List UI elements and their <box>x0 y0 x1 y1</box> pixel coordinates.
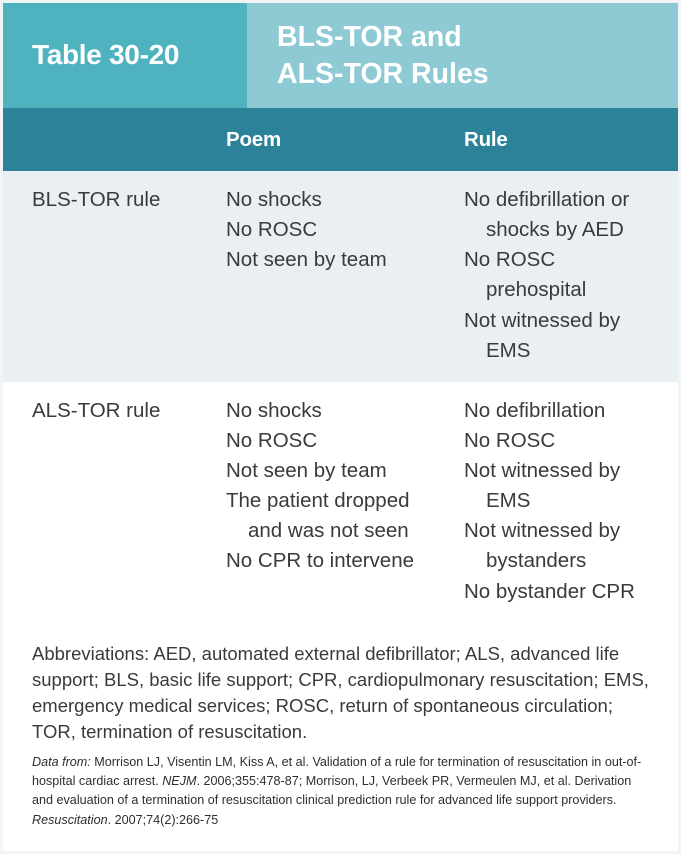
table-title-banner: Table 30-20 BLS-TOR and ALS-TOR Rules <box>3 3 678 108</box>
list-item: No bystander CPR <box>464 579 635 603</box>
rule-list: No defibrillation or shocks by AED No RO… <box>464 185 654 366</box>
list-item: Not seen by team <box>226 459 387 482</box>
row-rule-cell: No defibrillation or shocks by AED No RO… <box>464 185 678 366</box>
source-citation: Data from: Morrison LJ, Visentin LM, Kis… <box>32 753 652 831</box>
list-item: No ROSC <box>464 428 556 452</box>
table-number-panel: Table 30-20 <box>3 3 247 108</box>
list-item: No ROSC <box>226 428 318 452</box>
row-label: ALS-TOR rule <box>32 398 161 422</box>
list-item: Not seen by team <box>226 248 387 272</box>
citation-part-2: . 2006;355:478-87; Morrison, LJ, Verbeek… <box>32 774 632 808</box>
poem-list: No shocks No ROSC Not seen by team <box>226 185 446 275</box>
citation-journal-2: Resuscitation <box>32 812 108 827</box>
list-item: Not witnessed by bystanders <box>464 519 621 573</box>
citation-part-3: . 2007;74(2):266-75 <box>107 812 219 827</box>
column-header-poem: Poem <box>226 127 282 151</box>
column-header-row: Poem Rule <box>3 108 678 171</box>
row-poem-cell: No shocks No ROSC Not seen by team <box>226 185 464 366</box>
abbreviations-note: Abbreviations: AED, automated external d… <box>32 642 649 743</box>
list-item: Not witnessed by EMS <box>464 308 621 362</box>
table-title: BLS-TOR and ALS-TOR Rules <box>277 19 489 92</box>
list-item: Not witnessed by EMS <box>464 459 621 513</box>
list-item: No ROSC prehospital <box>464 248 587 302</box>
table-title-line-2: ALS-TOR Rules <box>277 57 489 90</box>
row-poem-cell: No shocks No ROSC Not seen by team The p… <box>226 396 464 607</box>
list-item: No CPR to intervene <box>226 549 415 573</box>
list-item: The patient dropped and was not seen <box>226 489 410 543</box>
table-row: ALS-TOR rule No shocks No ROSC Not seen … <box>3 381 678 623</box>
column-header-rule: Rule <box>464 127 508 151</box>
row-rule-cell: No defibrillation No ROSC Not witnessed … <box>464 396 678 607</box>
list-item: No defibrillation <box>464 398 606 422</box>
list-item: No shocks <box>226 188 322 211</box>
table-footnotes: Abbreviations: AED, automated external d… <box>3 622 678 839</box>
rule-list: No defibrillation No ROSC Not witnessed … <box>464 396 654 607</box>
list-item: No shocks <box>226 398 322 422</box>
table-row: BLS-TOR rule No shocks No ROSC Not seen … <box>3 171 678 382</box>
list-item: No ROSC <box>226 218 318 242</box>
list-item: No defibrillation or shocks by AED <box>464 188 630 242</box>
citation-source-label: Data from: <box>32 754 91 769</box>
citation-journal-1: NEJM <box>162 774 197 789</box>
poem-list: No shocks No ROSC Not seen by team The p… <box>226 396 446 577</box>
citation-part-1: Morrison LJ, Visentin LM, Kiss A, et al.… <box>32 754 642 789</box>
table-title-line-1: BLS-TOR and <box>277 21 462 54</box>
row-label: BLS-TOR rule <box>32 188 161 211</box>
table-title-panel: BLS-TOR and ALS-TOR Rules <box>247 3 678 108</box>
table-number: Table 30-20 <box>32 39 180 71</box>
